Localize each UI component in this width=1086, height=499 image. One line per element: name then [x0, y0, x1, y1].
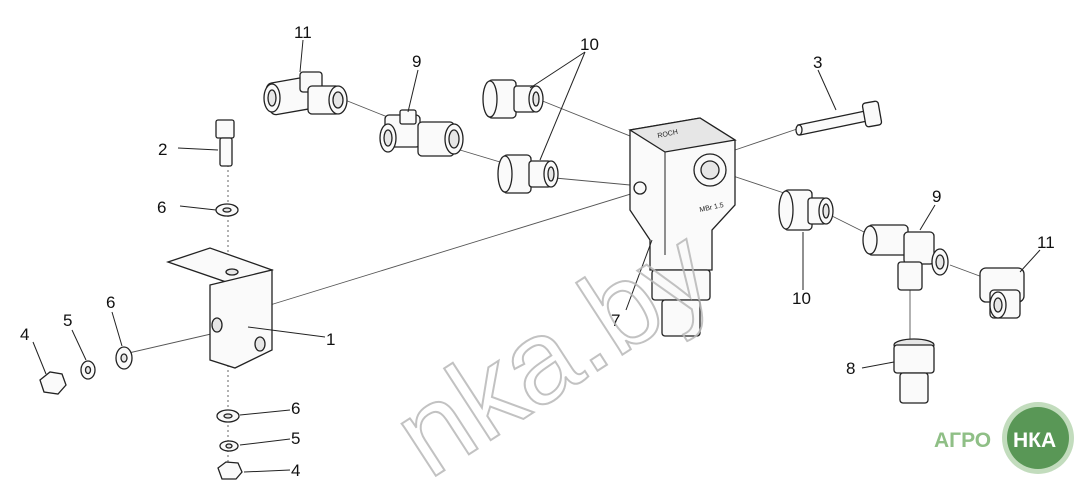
spring-washer-5-left: [80, 360, 96, 380]
callout-10-top: 10: [580, 35, 599, 54]
elbow-fitting-11-right: [979, 267, 1025, 319]
spring-washer-5-bottom: [219, 440, 239, 452]
elbow-fitting-11-left: [263, 71, 348, 116]
callout-5-bottom: 5: [291, 429, 300, 448]
callout-labels: 1 2 3 4 4 5 5 6 6 6 7 8 9 9 10 10 11 11: [20, 23, 1055, 480]
callout-10-right: 10: [792, 289, 811, 308]
nut-4-left: [39, 371, 67, 395]
callout-3: 3: [813, 53, 822, 72]
callout-11-right: 11: [1037, 233, 1055, 252]
callout-4-left: 4: [20, 325, 29, 344]
logo-left-text: АГРО: [934, 429, 991, 452]
svg-text:MBr 1.5: MBr 1.5: [699, 202, 725, 214]
callout-9-right: 9: [932, 187, 941, 206]
callout-2: 2: [158, 140, 167, 159]
bolt-2: [215, 119, 235, 167]
logo-right-text: НКА: [1013, 429, 1056, 452]
callout-1: 1: [326, 330, 335, 349]
nut-4-bottom: [217, 461, 243, 480]
callout-8: 8: [846, 359, 855, 378]
svg-text:ROCH: ROCH: [657, 129, 679, 140]
washer-6-left: [115, 346, 133, 370]
tee-fitting-9-right: [862, 224, 949, 291]
adapter-10-right: [778, 189, 834, 231]
washer-6-bottom: [216, 409, 240, 423]
washer-6-top: [215, 203, 239, 217]
valve-body-7: ROCH MBr 1.5: [628, 117, 737, 337]
agronka-logo: АГРО НКА: [934, 402, 1074, 474]
callout-6-bottom: 6: [291, 399, 300, 418]
callout-6-top: 6: [157, 198, 166, 217]
adapter-10-upper: [482, 79, 544, 119]
callout-6-left: 6: [106, 293, 115, 312]
callout-5-left: 5: [63, 311, 72, 330]
callout-9-left: 9: [412, 52, 421, 71]
callout-11-left: 11: [294, 23, 312, 42]
fitting-8: [893, 338, 935, 404]
bracket-1: [165, 247, 274, 369]
callout-4-bottom: 4: [291, 461, 300, 480]
callout-7: 7: [611, 311, 620, 330]
leader-lines: [32, 39, 1041, 473]
long-bolt-3: [795, 100, 883, 136]
watermark-text: nka.by: [371, 202, 734, 499]
adapter-10-lower: [497, 154, 559, 194]
tee-fitting-9-left: [379, 109, 464, 157]
